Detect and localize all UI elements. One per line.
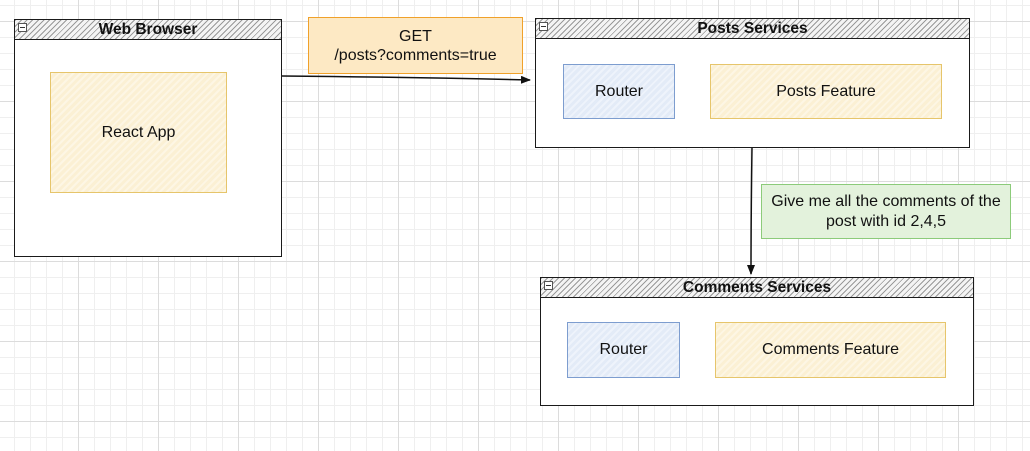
web-browser-header: Web Browser (15, 20, 281, 40)
react-app-node[interactable]: React App (50, 72, 227, 193)
comments-query-line2: post with id 2,4,5 (825, 212, 947, 230)
request-method-label: GET (399, 27, 432, 45)
comments-feature-node[interactable]: Comments Feature (715, 322, 946, 378)
posts-services-title: Posts Services (697, 20, 808, 37)
posts-to-comments-arrow (747, 146, 756, 275)
posts-feature-label: Posts Feature (776, 82, 876, 100)
posts-services-header: Posts Services (536, 19, 969, 39)
posts-feature-node[interactable]: Posts Feature (710, 64, 942, 119)
collapse-icon[interactable] (544, 281, 553, 290)
collapse-icon[interactable] (539, 22, 548, 31)
browser-to-posts-arrow (281, 75, 531, 84)
posts-router-label: Router (594, 82, 644, 100)
comments-router-label: Router (599, 341, 648, 358)
web-browser-title: Web Browser (98, 21, 198, 38)
get-request-note[interactable]: GET /posts?comments=true (308, 17, 523, 74)
comments-router-node[interactable]: Router (567, 322, 680, 378)
comments-services-header: Comments Services (541, 278, 973, 298)
react-app-label: React App (101, 123, 176, 141)
comments-query-note[interactable]: Give me all the comments of the post wit… (761, 184, 1011, 239)
comments-feature-label: Comments Feature (762, 341, 899, 358)
comments-query-line1: Give me all the comments of the (771, 192, 1001, 210)
comments-services-title: Comments Services (682, 279, 832, 296)
collapse-icon[interactable] (18, 23, 27, 32)
posts-router-node[interactable]: Router (563, 64, 675, 119)
request-path-label: /posts?comments=true (334, 46, 497, 64)
